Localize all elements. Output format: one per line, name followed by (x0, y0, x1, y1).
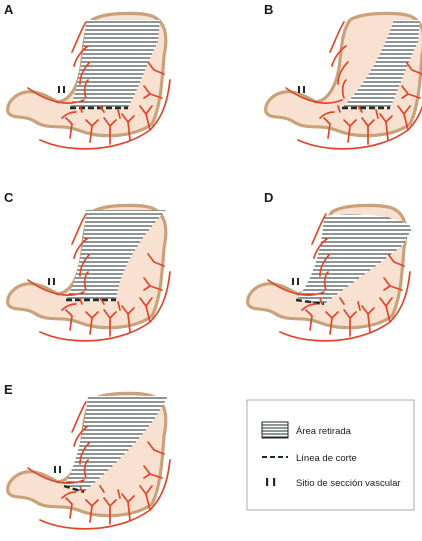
panel-label: A (4, 2, 14, 17)
blood-vessels (27, 401, 171, 530)
blood-vessels (285, 21, 422, 150)
legend-removed-area-label: Área retirada (296, 426, 352, 437)
panel-d: D (246, 190, 412, 342)
panel-a: A (4, 2, 171, 150)
panel-label: B (264, 2, 273, 17)
panel-c: C (4, 190, 171, 342)
vascular-section-marker (48, 278, 55, 285)
stomach-illustration (6, 11, 171, 150)
panel-label: D (264, 190, 273, 205)
legend: Área retirada Línea de corte Sitio de se… (246, 399, 415, 511)
legend-vascular-section-label: Sitio de sección vascular (296, 478, 401, 489)
legend-frame (246, 399, 415, 511)
vascular-section-marker (54, 466, 61, 473)
panel-label: E (4, 382, 13, 397)
stomach-illustration (246, 203, 412, 342)
vascular-section-marker (292, 278, 299, 285)
legend-removed-area-swatch (261, 421, 289, 439)
legend-cut-line-label: Línea de corte (296, 453, 357, 464)
panel-b: B (264, 2, 422, 150)
cut-line (295, 298, 325, 306)
stomach-illustration (264, 11, 422, 150)
cut-line (63, 484, 85, 494)
blood-vessels (27, 213, 171, 342)
blood-vessels (267, 213, 411, 342)
blood-vessels (27, 21, 171, 150)
legend-vascular-section-icon (266, 478, 276, 486)
vascular-section-marker (298, 86, 305, 93)
vascular-section-marker (58, 86, 65, 93)
panel-e: E (4, 382, 171, 530)
stomach-illustration (6, 203, 171, 342)
panel-label: C (4, 190, 14, 205)
stomach-illustration (6, 391, 171, 530)
